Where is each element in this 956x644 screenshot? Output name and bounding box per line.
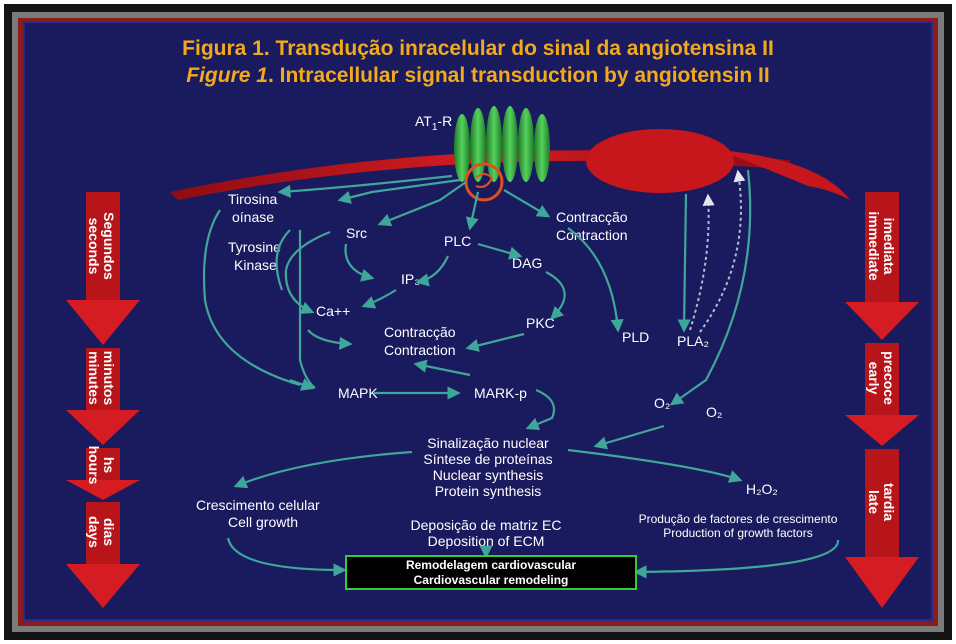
flow-arrows xyxy=(202,169,840,579)
time-arrow-days: diasdays xyxy=(66,502,140,608)
svg-text:tardialate: tardialate xyxy=(866,483,897,521)
node-pld: PLD xyxy=(622,329,649,345)
cell-membrane-right xyxy=(720,150,850,200)
time-arrow-early: precoceearly xyxy=(845,343,919,446)
svg-text:Segundosseconds: Segundosseconds xyxy=(86,212,117,280)
result-line1: Remodelagem cardiovascular xyxy=(406,558,576,572)
svg-text:imediataimmediate: imediataimmediate xyxy=(866,211,897,280)
title-line2: Figure 1. Intracellular signal transduct… xyxy=(186,64,769,87)
node-dag: DAG xyxy=(512,255,542,271)
time-arrow-immediate: imediataimmediate xyxy=(845,192,919,340)
node-pkc: PKC xyxy=(526,315,555,331)
node-h2o2: H₂O₂ xyxy=(746,481,778,497)
node-ip3: IP₃ xyxy=(401,271,420,287)
membrane-enzyme xyxy=(586,129,734,193)
node-src: Src xyxy=(346,225,367,241)
svg-text:precoceearly: precoceearly xyxy=(866,351,897,405)
node-mapk: MAPK xyxy=(338,385,378,401)
node-o2-b: O₂ xyxy=(706,404,722,420)
time-arrow-seconds: Segundosseconds xyxy=(66,192,140,345)
time-arrow-hours: hshours xyxy=(66,446,140,500)
receptor-label: AT1-R xyxy=(415,113,452,133)
time-arrow-late: tardialate xyxy=(845,449,919,608)
node-pla2: PLA₂ xyxy=(677,333,709,349)
time-arrow-minutes: minutosminutes xyxy=(66,348,140,445)
node-plc: PLC xyxy=(444,233,471,249)
result-box: Remodelagem cardiovascular Cardiovascula… xyxy=(345,555,637,590)
result-line2: Cardiovascular remodeling xyxy=(414,573,569,587)
node-o2-a: O₂ xyxy=(654,395,670,411)
node-markp: MARK-p xyxy=(474,385,527,401)
title-line1: Figura 1. Transdução inracelular do sina… xyxy=(182,37,774,60)
at1-receptor-icon xyxy=(454,106,550,202)
svg-text:hshours: hshours xyxy=(86,446,117,485)
title-italic: Figure 1 xyxy=(186,64,268,87)
svg-text:diasdays: diasdays xyxy=(86,516,117,548)
title-rest: . Intracellular signal transduction by a… xyxy=(268,64,770,87)
dashed-arrows xyxy=(689,169,746,333)
svg-text:minutosminutes: minutosminutes xyxy=(86,351,117,406)
node-ca: Ca++ xyxy=(316,303,350,319)
